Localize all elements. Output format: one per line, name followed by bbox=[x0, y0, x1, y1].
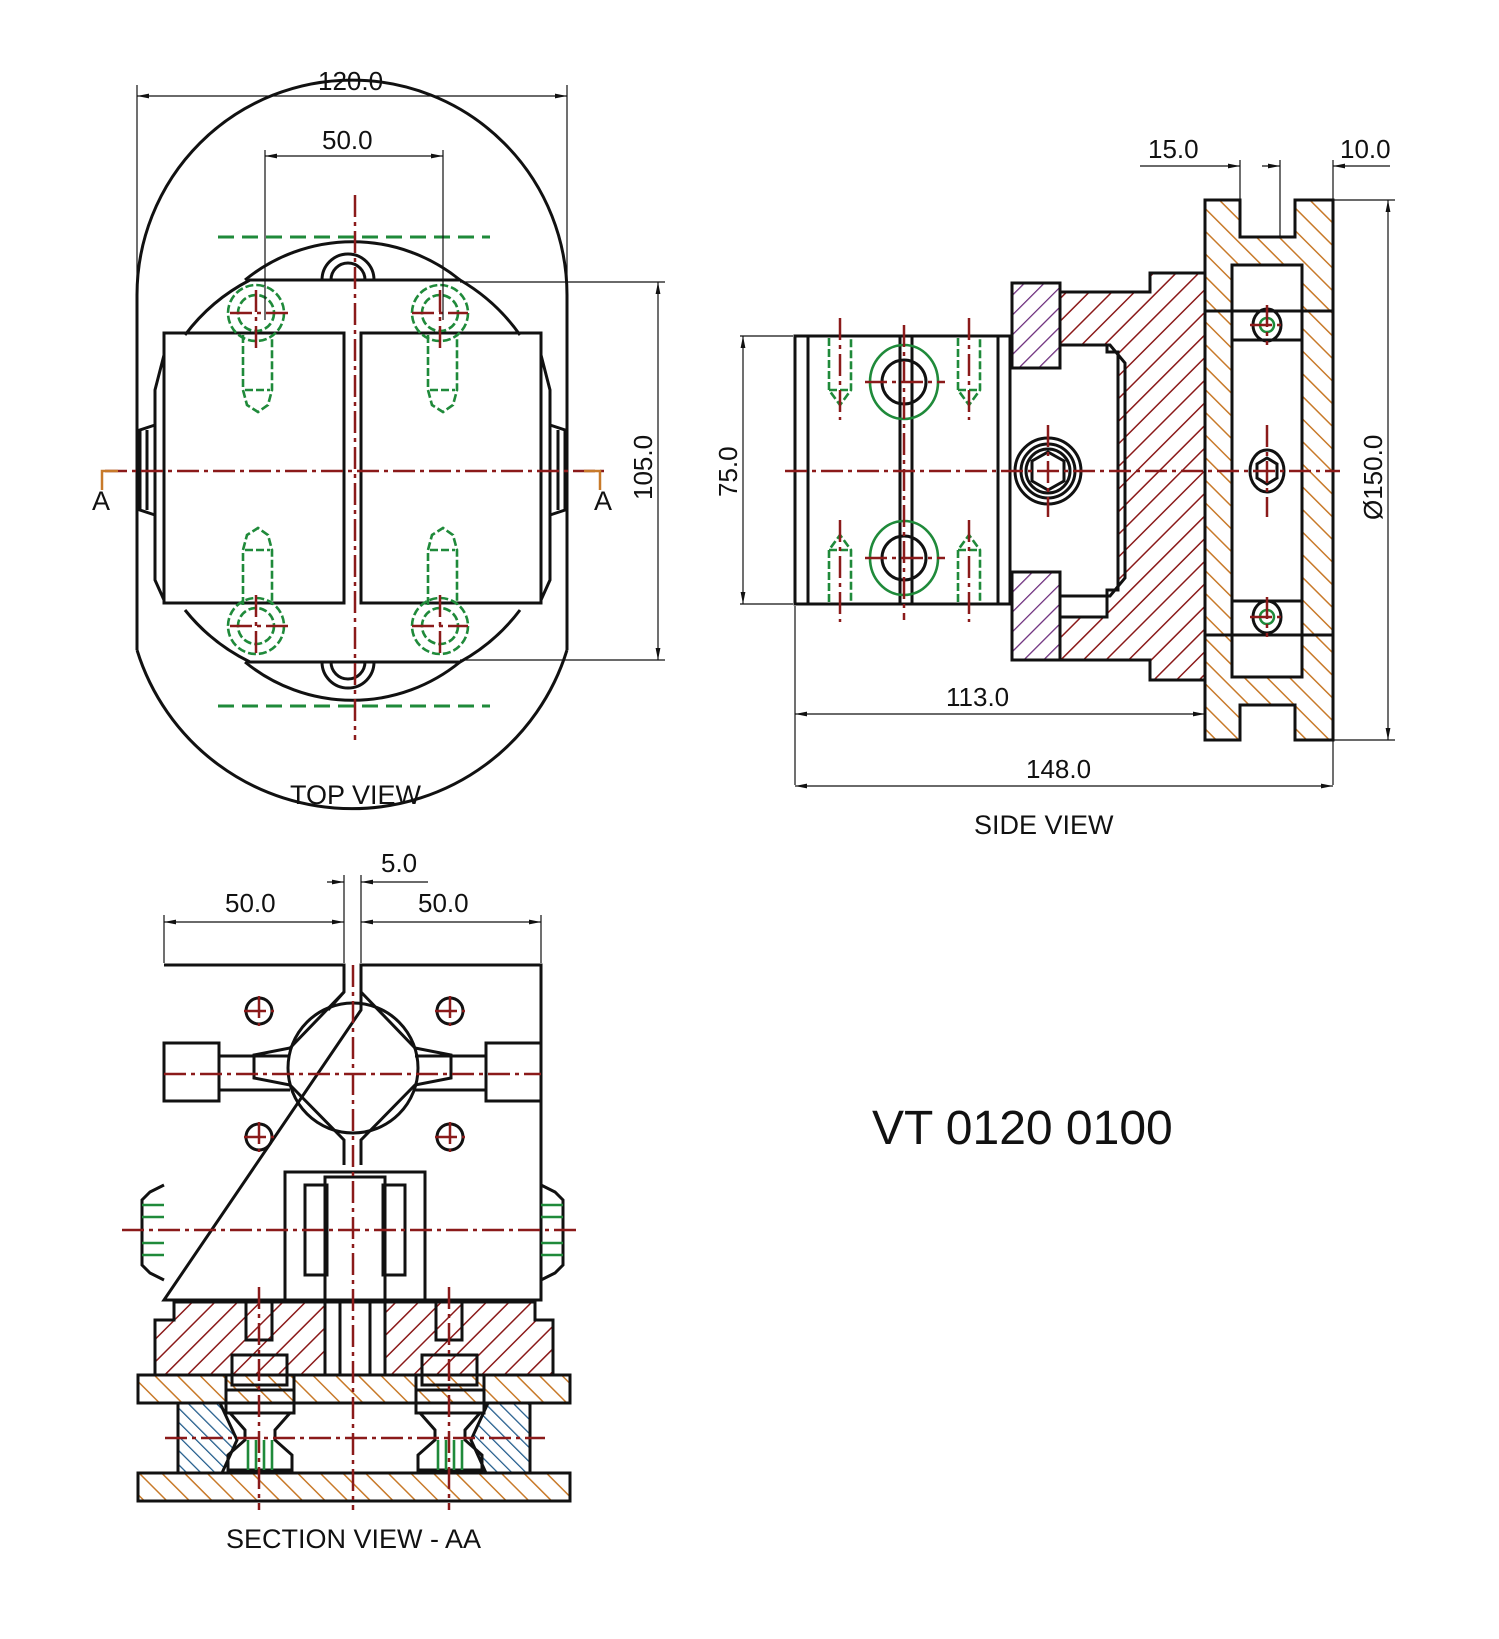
body-section bbox=[1058, 271, 1207, 682]
dim-section-right: 50.0 bbox=[418, 888, 469, 918]
top-view-label: TOP VIEW bbox=[290, 780, 422, 810]
top-outer-arc-bottom bbox=[135, 649, 569, 811]
dim-length-a: 113.0 bbox=[946, 682, 1009, 712]
clamp-bottom bbox=[1010, 570, 1062, 662]
side-view: 75.0 Ø150.0 15.0 10.0 113.0 148.0 SIDE V… bbox=[713, 134, 1395, 840]
section-cut-marker-right bbox=[584, 469, 602, 490]
section-cut-marker-left bbox=[100, 469, 118, 490]
dim-top-height: 105.0 bbox=[628, 435, 658, 500]
dim-bolt-spacing: 50.0 bbox=[322, 125, 373, 155]
dim-length-b: 148.0 bbox=[1026, 754, 1091, 784]
section-marker-label-left: A bbox=[92, 486, 110, 516]
dim-section-gap: 5.0 bbox=[381, 848, 417, 878]
jaw-left bbox=[162, 331, 346, 605]
dim-diameter: Ø150.0 bbox=[1358, 435, 1388, 520]
clamp-top bbox=[1010, 281, 1062, 370]
section-marker-label-right: A bbox=[594, 486, 612, 516]
top-view: A A 120.0 50.0 105.0 TOP VIEW bbox=[92, 66, 665, 811]
dim-flange-b: 10.0 bbox=[1340, 134, 1391, 164]
hidden-bolts-top bbox=[226, 283, 470, 656]
dim-flange-a: 15.0 bbox=[1148, 134, 1199, 164]
top-outer-arc bbox=[135, 78, 569, 345]
dim-overall-width: 120.0 bbox=[318, 66, 383, 96]
jaw-right bbox=[359, 331, 543, 605]
side-view-label: SIDE VIEW bbox=[974, 810, 1114, 840]
dim-side-height: 75.0 bbox=[713, 446, 743, 497]
section-view-label: SECTION VIEW - AA bbox=[226, 1524, 481, 1554]
dim-section-left: 50.0 bbox=[225, 888, 276, 918]
drawing-number: VT 0120 0100 bbox=[872, 1102, 1173, 1155]
section-view: 50.0 5.0 50.0 SECTION VIEW - AA bbox=[122, 848, 580, 1554]
